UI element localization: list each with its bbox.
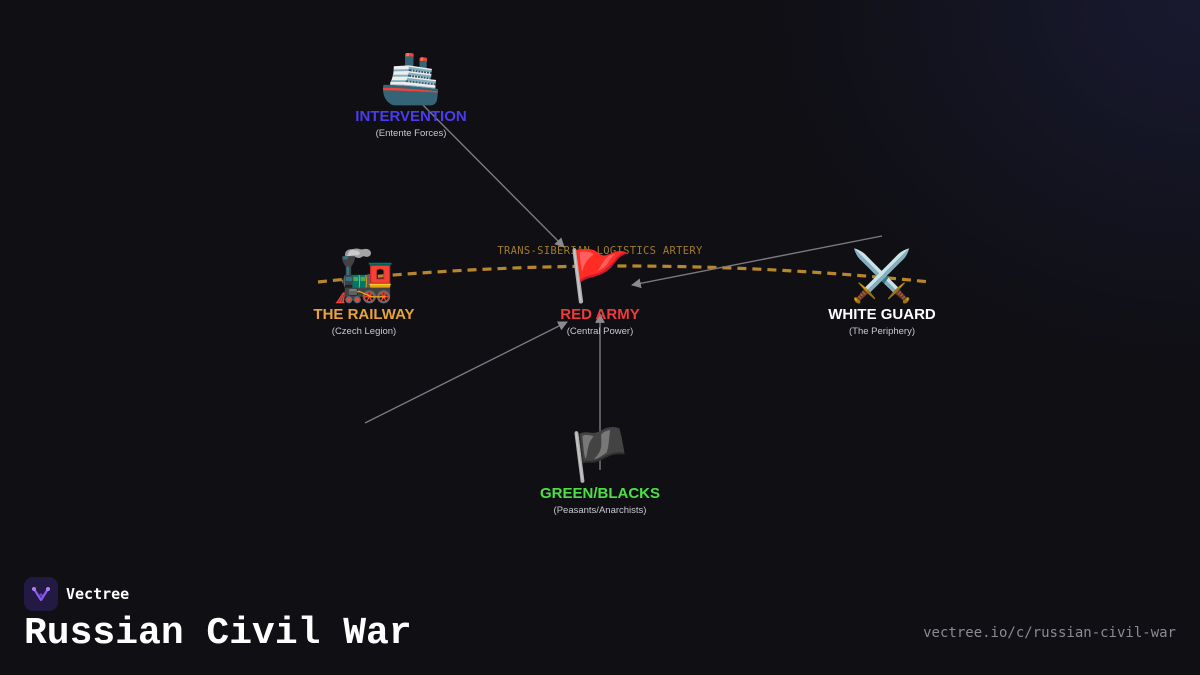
node-white-guard[interactable]: ⚔️ WHITE GUARD (The Periphery) <box>772 248 992 338</box>
red-flag-icon: 🚩 <box>568 247 632 305</box>
page-title: Russian Civil War <box>24 612 412 655</box>
brand: Vectree <box>24 577 129 611</box>
brand-name: Vectree <box>66 585 130 603</box>
node-label-green-blacks: GREEN/BLACKS <box>539 485 660 502</box>
node-sub-intervention: (Entente Forces) <box>375 128 447 139</box>
edge-railway-to-red-army <box>364 321 568 424</box>
black-flag-icon: 🏴 <box>568 426 632 484</box>
node-label-white-guard: WHITE GUARD <box>828 306 936 323</box>
node-label-red-army: RED ARMY <box>560 306 640 323</box>
node-red-army[interactable]: 🚩 RED ARMY (Central Power) <box>490 248 710 338</box>
node-label-the-railway: THE RAILWAY <box>313 306 415 323</box>
node-sub-red-army: (Central Power) <box>566 326 634 337</box>
node-label-intervention: INTERVENTION <box>355 108 467 125</box>
edge-intervention-to-red-army <box>420 102 565 248</box>
node-intervention[interactable]: 🚢 INTERVENTION (Entente Forces) <box>301 50 521 140</box>
node-the-railway[interactable]: 🚂 THE RAILWAY (Czech Legion) <box>254 248 474 338</box>
node-sub-green-blacks: (Peasants/Anarchists) <box>553 505 647 516</box>
trans-siberian-artery-line <box>317 264 931 284</box>
node-sub-white-guard: (The Periphery) <box>849 326 915 337</box>
locomotive-icon: 🚂 <box>332 247 396 305</box>
edge-white-guard-to-red-army <box>631 235 883 289</box>
artery-label: TRANS-SIBERIAN LOGISTICS ARTERY <box>497 245 703 257</box>
ship-icon: 🚢 <box>379 49 443 107</box>
vectree-logo-icon <box>24 577 58 611</box>
node-sub-the-railway: (Czech Legion) <box>331 326 397 337</box>
node-green-blacks[interactable]: 🏴 GREEN/BLACKS (Peasants/Anarchists) <box>490 427 710 517</box>
crossed-swords-icon: ⚔️ <box>850 247 914 305</box>
page-url[interactable]: vectree.io/c/russian-civil-war <box>923 625 1176 641</box>
